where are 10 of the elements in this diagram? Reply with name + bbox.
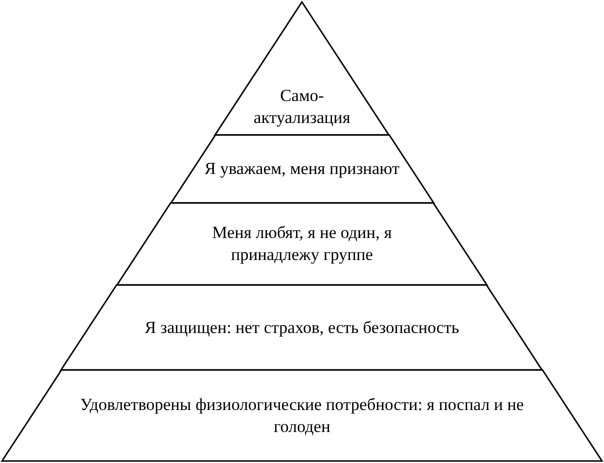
- pyramid-tier: [215, 2, 389, 135]
- pyramid-tier: [61, 285, 542, 370]
- tier-label: Я защищен: нет страхов, есть безопасность: [144, 316, 460, 338]
- pyramid-tier: [117, 203, 487, 285]
- tier-label: Удовлетворены физиологические потребности: я поспал и не голоден: [79, 394, 525, 438]
- pyramid-tier: [2, 370, 602, 461]
- tier-label: Меня любят, я не один, я принадлежу группе: [211, 222, 393, 266]
- pyramid-tier: [170, 135, 434, 203]
- tier-label: Я уважаем, меня признают: [204, 158, 400, 180]
- tier-label: Само-актуализация: [252, 85, 352, 129]
